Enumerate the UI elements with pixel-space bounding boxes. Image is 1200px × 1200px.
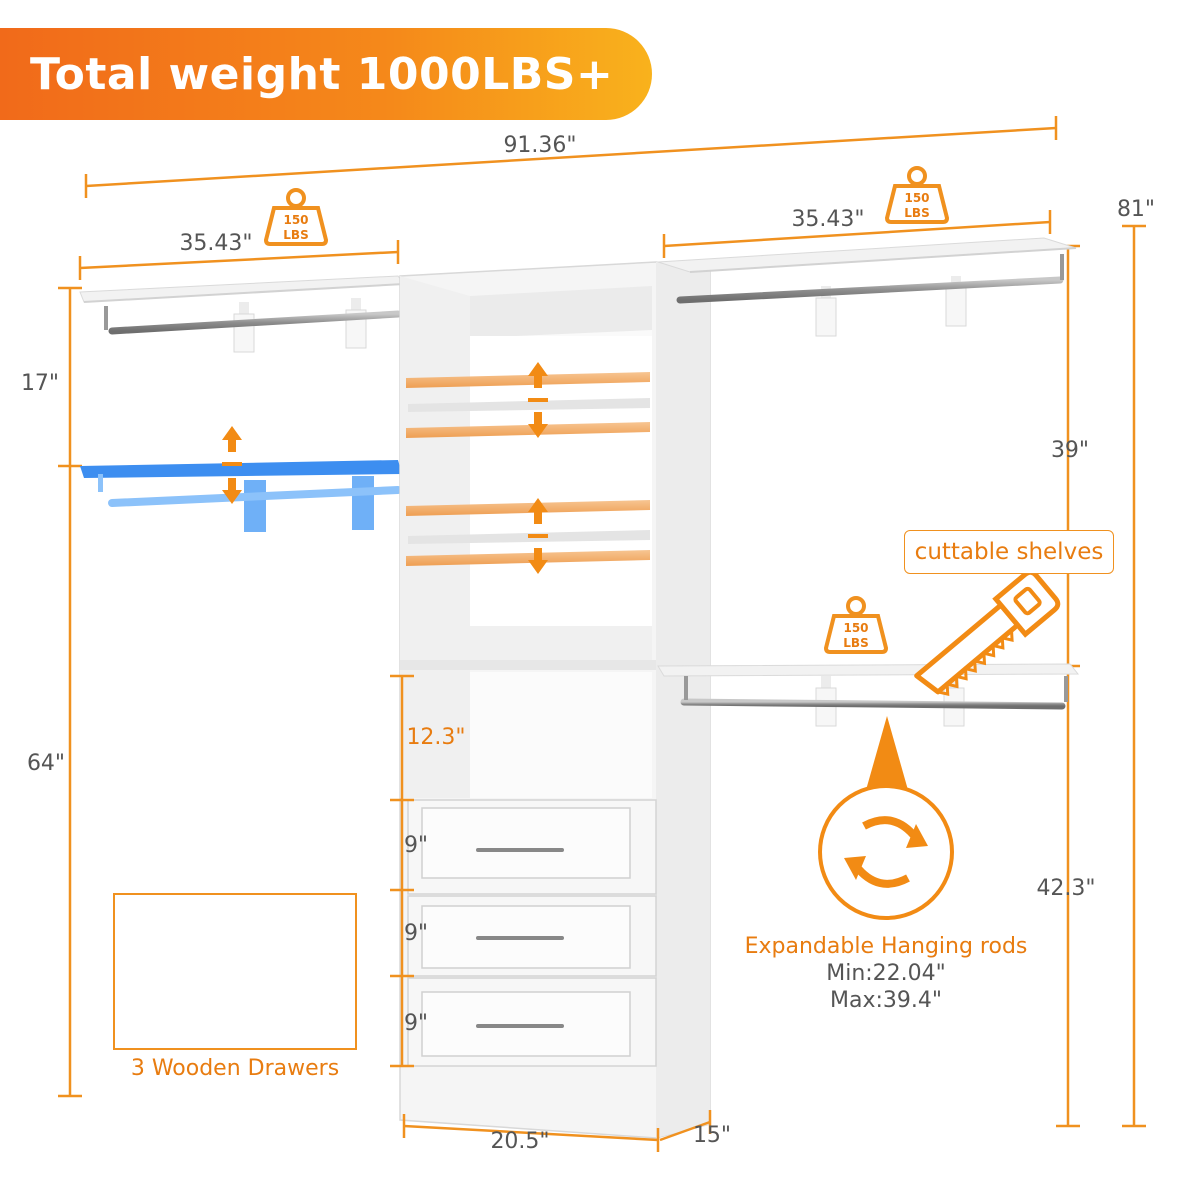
cubby-height-label: 12.3"	[406, 725, 465, 750]
left-height-dimensions: 17" 64"	[21, 286, 82, 1098]
left-adjustable-shelf	[80, 460, 402, 532]
weight-icon: 150 LBS	[264, 188, 328, 246]
drawer1-height-label: 9"	[404, 833, 428, 858]
right-lower-shelf	[657, 663, 1080, 727]
right-shelf-width-label: 35.43"	[791, 207, 864, 232]
weight-badge-value: 150	[283, 213, 308, 227]
weight-icon: 150 LBS	[824, 596, 888, 654]
tower-width-label: 20.5"	[490, 1129, 549, 1154]
total-height-label: 81"	[1117, 197, 1155, 222]
drawer3-height-label: 9"	[404, 1011, 428, 1036]
right-lower-label: 42.3"	[1036, 876, 1095, 901]
up-down-arrow-icon	[528, 362, 548, 438]
left-shelf-width-label: 35.43"	[179, 231, 252, 256]
tower-height-dimensions: 12.3" 9" 9" 9"	[390, 674, 466, 1068]
title-banner: Total weight 1000LBS+	[0, 28, 652, 120]
weight-badge-unit: LBS	[843, 636, 868, 650]
lower-left-label: 64"	[27, 751, 65, 776]
cuttable-shelves-label: cuttable shelves	[914, 539, 1104, 565]
total-width-dimension: 91.36"	[84, 116, 1058, 198]
weight-icon: 150 LBS	[885, 166, 949, 224]
saw-icon	[914, 569, 1061, 697]
tower-depth-label: 15"	[693, 1123, 731, 1148]
top-gap-label: 17"	[21, 371, 59, 396]
banner-title: Total weight 1000LBS+	[30, 48, 614, 100]
rods-max: Max:39.4"	[830, 988, 942, 1013]
up-down-arrow-icon	[222, 426, 242, 504]
drawers-caption: 3 Wooden Drawers	[130, 1056, 340, 1081]
expand-pointer	[866, 716, 908, 790]
weight-badge-value: 150	[843, 621, 868, 635]
weight-badge-unit: LBS	[283, 228, 308, 242]
cuttable-shelves-callout: cuttable shelves	[904, 530, 1114, 574]
left-shelf-dimension: 35.43"	[78, 231, 400, 280]
left-top-shelf	[79, 275, 405, 353]
drawer-inset-frame	[113, 893, 357, 1050]
adjustable-shelves	[406, 372, 650, 566]
rods-title: Expandable Hanging rods	[745, 934, 1028, 959]
tower-base-dimensions: 20.5" 15"	[402, 1110, 731, 1154]
rods-min: Min:22.04"	[826, 961, 946, 986]
right-shelf-dimension: 35.43"	[662, 207, 1052, 258]
weight-badge-unit: LBS	[904, 206, 929, 220]
weight-badge-value: 150	[904, 191, 929, 205]
rotate-arrows-icon	[818, 784, 954, 920]
right-top-shelf	[657, 237, 1077, 337]
drawers	[407, 799, 657, 1067]
total-width-label: 91.36"	[503, 133, 576, 158]
total-height-dimension: 81"	[1117, 197, 1155, 1128]
drawer2-height-label: 9"	[404, 921, 428, 946]
right-upper-label: 39"	[1051, 438, 1089, 463]
up-down-arrow-icon	[528, 498, 548, 574]
